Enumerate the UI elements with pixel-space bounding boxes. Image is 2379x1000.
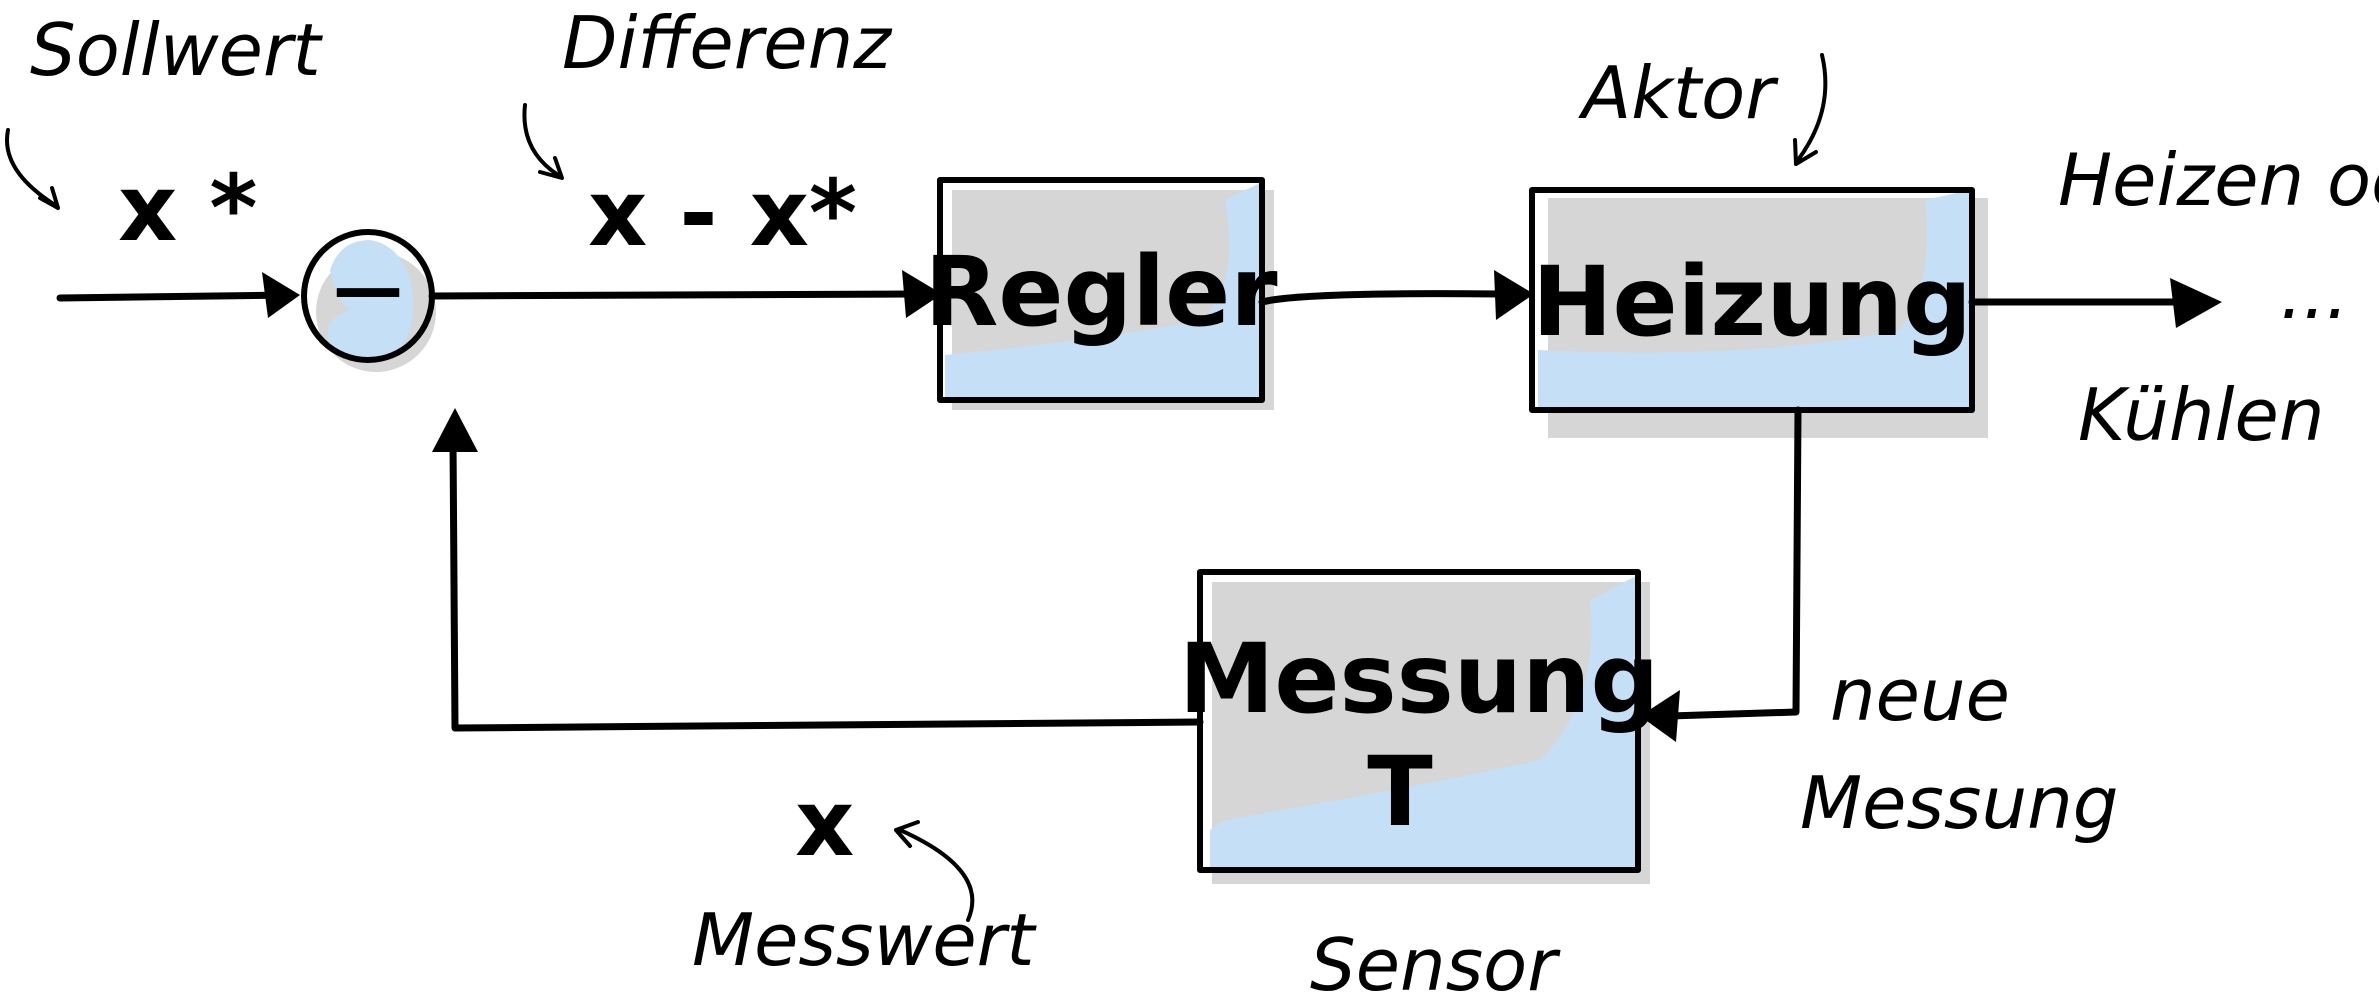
input-arrow (56, 272, 300, 318)
subtractor-node: — (301, 229, 436, 372)
measurement-label-line1: Messung (1179, 623, 1659, 735)
measured-value-pointer (894, 820, 975, 922)
setpoint-label: Sollwert (30, 8, 324, 92)
feedback-to-sensor-arrow (1640, 406, 1802, 742)
controller-block: Regler (924, 177, 1278, 410)
controller-label: Regler (924, 236, 1278, 348)
actuator-pointer (1793, 53, 1828, 166)
difference-pointer (522, 103, 564, 180)
measured-value-label: Messwert (692, 898, 1037, 982)
control-signal-arrow (1258, 270, 1534, 320)
feedback-arrow (432, 408, 1204, 732)
setpoint-pointer (5, 128, 60, 210)
measurement-label-line2: T (1367, 736, 1432, 848)
subtract-sign: — (333, 247, 403, 329)
setpoint-symbol: x * (118, 155, 257, 262)
measurement-block: Messung T (1179, 569, 1659, 884)
difference-arrow (428, 270, 942, 318)
measurement-fill (1210, 575, 1638, 870)
heater-label: Heizung (1532, 246, 1972, 358)
subtractor-fill (327, 240, 414, 362)
output-arrow (1968, 278, 2222, 328)
heater-block: Heizung (1529, 187, 1988, 438)
actuator-label: Aktor (1578, 51, 1779, 135)
output-label-line2: Kühlen (2078, 373, 2324, 457)
new-measurement-line2: Messung (1800, 761, 2118, 845)
controller-box (937, 177, 1265, 403)
output-label-line1: Heizen oder (2058, 138, 2379, 222)
sensor-label: Sensor (1310, 923, 1561, 1000)
new-measurement-line1: neue (1830, 653, 2010, 737)
controller-fill (945, 182, 1262, 400)
heater-fill (1538, 190, 1970, 410)
difference-label: Differenz (562, 1, 893, 85)
measured-symbol: x (795, 770, 854, 877)
output-ellipsis: ... (2280, 251, 2349, 335)
difference-symbol: x - x* (588, 160, 857, 267)
